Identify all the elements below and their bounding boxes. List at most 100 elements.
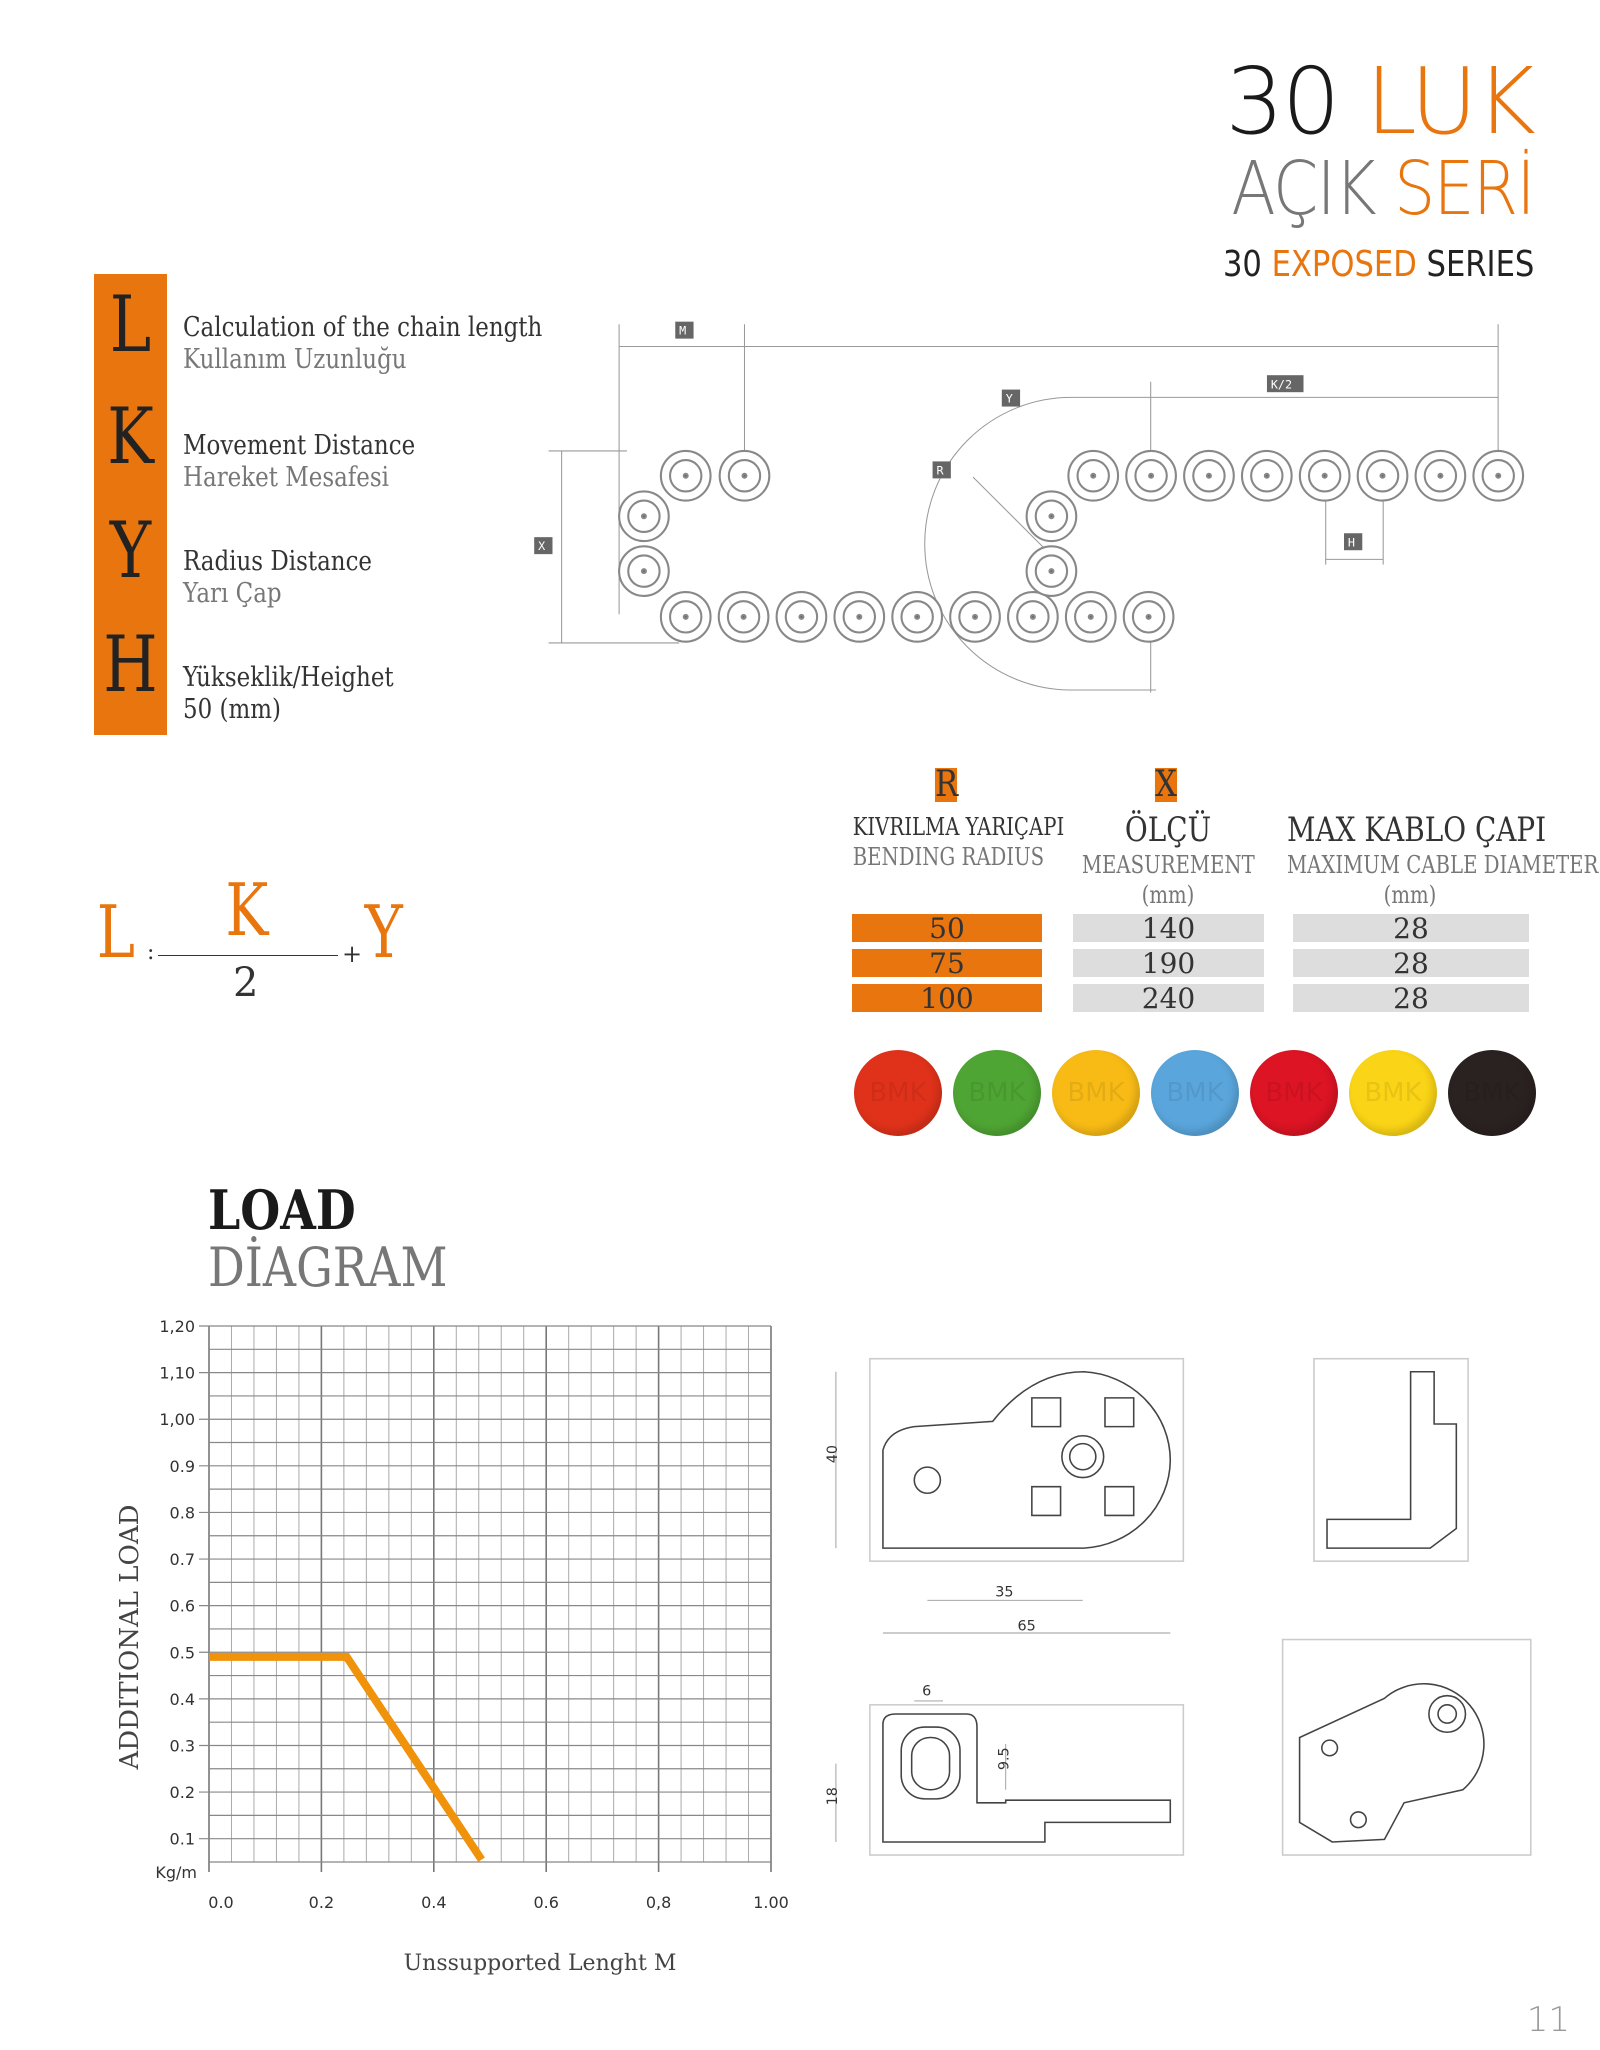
x-tick-label: 1.00 [753, 1893, 789, 1912]
chain-pin [640, 568, 647, 575]
x-tick-label: 0,8 [646, 1893, 671, 1912]
label-k2: K/2 [1271, 377, 1292, 391]
chain-pin [972, 613, 979, 620]
table-cell: 28 [1293, 984, 1529, 1014]
dim-35: 35 [995, 1584, 1013, 1600]
table-cell: 50 [852, 914, 1042, 944]
chain-pin [682, 472, 689, 479]
table-cell: 28 [1293, 949, 1529, 979]
chain-pin [682, 613, 689, 620]
r-badge: R [934, 764, 958, 805]
series-line-load [209, 1652, 485, 1862]
x-tick-label: 0.4 [421, 1893, 446, 1912]
dim-65: 65 [1017, 1618, 1035, 1634]
label-y: Y [1006, 392, 1013, 406]
letter-k: K [107, 392, 154, 482]
fraction-bar [158, 955, 338, 956]
chain-pin [1148, 472, 1155, 479]
chain-pin [741, 472, 748, 479]
y-axis-title: ADDITIONAL LOAD [115, 1505, 145, 1771]
swatch-logo: BMK [1265, 1078, 1323, 1108]
y-tick-label: 0.9 [170, 1457, 195, 1476]
part-drawings [869, 1357, 1532, 1856]
load-title: LOAD [208, 1178, 356, 1242]
y-tick-label: 0.2 [170, 1783, 195, 1802]
chain-pin [1379, 472, 1386, 479]
y-tick-label: 1,00 [159, 1410, 195, 1429]
letter-h: H [103, 620, 158, 710]
table-cell: 240 [1073, 984, 1264, 1014]
formula-colon: : [147, 940, 155, 965]
color-swatch: BMK [1349, 1050, 1437, 1136]
table-cell: 28 [1293, 914, 1529, 944]
chain-pin [640, 513, 647, 520]
chain-pin [1495, 472, 1502, 479]
table-cell: 100 [852, 984, 1042, 1014]
y-tick-label: 0.5 [170, 1643, 195, 1662]
chain-pin [1321, 472, 1328, 479]
dim-18: 18 [825, 1787, 841, 1805]
chain-pin [914, 613, 921, 620]
color-swatch: BMK [1151, 1050, 1239, 1136]
x-axis-title: Unssupported Lenght M [404, 1951, 677, 1976]
chain-pin [740, 613, 747, 620]
swatch-logo: BMK [968, 1078, 1026, 1108]
dim-9-5: 9.5 [996, 1747, 1012, 1770]
y-tick-label: 0.3 [170, 1736, 195, 1755]
x-tick-label: 0.0 [208, 1893, 233, 1912]
chain-pin [1437, 472, 1444, 479]
label-x: X [538, 539, 545, 553]
swatch-logo: BMK [869, 1078, 927, 1108]
series-title: 30 LUK [1225, 48, 1536, 155]
letter-y: Y [109, 506, 152, 596]
x-tick-label: 0.2 [309, 1893, 334, 1912]
color-swatch: BMK [1250, 1050, 1338, 1136]
y-tick-label: 1,10 [159, 1364, 195, 1383]
swatch-logo: BMK [1166, 1078, 1224, 1108]
formula-y: Y [364, 890, 403, 974]
y-tick-label: 0.8 [170, 1503, 195, 1522]
table-cell: 140 [1073, 914, 1264, 944]
color-swatch: BMK [854, 1050, 942, 1136]
table-cell: 190 [1073, 949, 1264, 979]
letter-l: L [109, 280, 152, 370]
y-unit-label: Kg/m [155, 1863, 197, 1882]
x-tick-label: 0.6 [533, 1893, 558, 1912]
formula-two: 2 [233, 960, 259, 1006]
chain-pin [1029, 613, 1036, 620]
swatch-logo: BMK [1067, 1078, 1125, 1108]
color-swatch: BMK [953, 1050, 1041, 1136]
diagram-title: DİAGRAM [208, 1236, 448, 1299]
y-tick-label: 0.6 [170, 1597, 195, 1616]
chain-pin [1205, 472, 1212, 479]
formula-l: L [96, 890, 136, 974]
chain-pin [856, 613, 863, 620]
page-number: 11 [1526, 2000, 1570, 2040]
table-cell: 75 [852, 949, 1042, 979]
chain-pin [1087, 613, 1094, 620]
x-badge: X [1154, 764, 1178, 805]
label-m: M [679, 324, 686, 338]
chain-pin [1090, 472, 1097, 479]
label-h: H [1348, 535, 1355, 549]
chain-pin [1145, 613, 1152, 620]
y-tick-label: 0.7 [170, 1550, 195, 1569]
y-tick-label: 1,20 [159, 1317, 195, 1336]
dim-6: 6 [922, 1684, 931, 1700]
dim-40: 40 [825, 1445, 841, 1463]
swatch-logo: BMK [1364, 1078, 1422, 1108]
series-subtitle-en: 30 EXPOSED SERIES [1222, 244, 1534, 285]
label-r: R [936, 463, 944, 477]
load-diagram-chart: 1,201,101,000.90.80.70.60.50.40.30.20.10… [115, 1317, 789, 1976]
formula-k: K [225, 868, 269, 952]
chain-pin [1048, 568, 1055, 575]
color-swatch: BMK [1448, 1050, 1536, 1136]
